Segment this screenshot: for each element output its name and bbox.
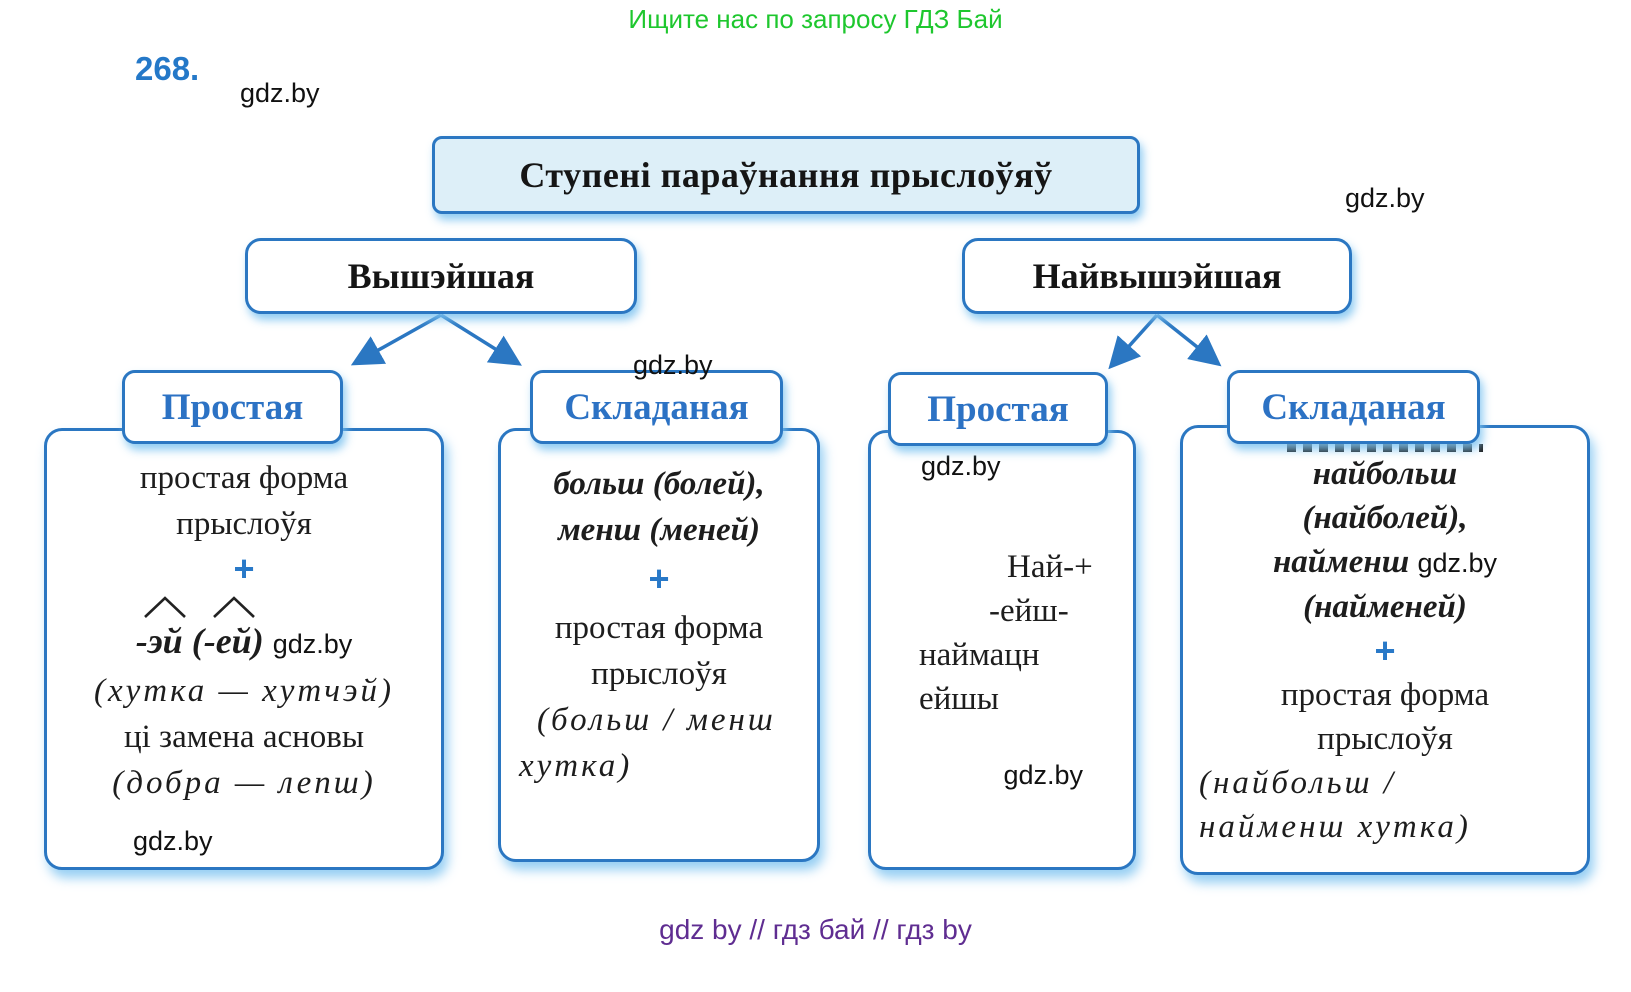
content-higher-compound: больш (болей), менш (меней) + простая фо… <box>498 428 820 862</box>
text-line: простая форма <box>554 610 764 646</box>
node-superlative-degree: Найвышэйшая <box>962 238 1352 314</box>
text-line: ці замена асновы <box>123 719 365 755</box>
text-line: простая форма <box>1280 677 1490 713</box>
node-higher-compound: Складаная <box>530 370 783 444</box>
watermark-gdzby: gdz.by <box>1345 183 1425 213</box>
plus-sign: + <box>1374 630 1396 671</box>
example-line: (добра — лепш) <box>112 765 376 801</box>
suffix-dash: - <box>135 621 148 661</box>
watermark-gdzby: gdz.by <box>240 78 320 108</box>
suffix-text: ей <box>215 621 252 661</box>
diagram-title: Ступені параўнання прыслоўяў <box>519 155 1053 195</box>
example-line: (больш / менш <box>537 702 776 738</box>
content-superlative-compound: найбольш (найболей), найменш gdz.by (най… <box>1180 425 1590 875</box>
watermark-gdzby: gdz.by <box>1417 548 1498 578</box>
text-line: прыслоўя <box>1317 721 1453 757</box>
text-line: -ейш- <box>989 593 1069 629</box>
caret-mark-icon <box>212 596 255 618</box>
watermark-gdzby: gdz.by <box>272 629 353 659</box>
example-line: найменш хутка) <box>1199 809 1471 845</box>
text-line: простая форма <box>139 460 349 496</box>
text-line: прыслоўя <box>591 656 727 692</box>
text-line: найменш gdz.by <box>1183 540 1587 585</box>
footer-watermark: gdz by // гдз бай // гдз by <box>659 914 972 945</box>
text-segment: найменш <box>1272 544 1410 580</box>
superlative-degree-label: Найвышэйшая <box>1032 256 1282 296</box>
diagram-title-box: Ступені параўнання прыслоўяў <box>432 136 1140 214</box>
higher-degree-label: Вышэйшая <box>347 256 535 296</box>
watermark-gdzby: gdz.by <box>1003 760 1083 790</box>
example-line: (хутка — хутчэй) <box>94 673 394 709</box>
text-line: больш (болей), <box>553 466 765 502</box>
exercise-number: 268. <box>135 50 200 87</box>
suffix-stem: эй <box>144 596 187 665</box>
text-line: Най-+ <box>1007 549 1093 585</box>
text-line: прыслоўя <box>176 506 312 542</box>
promo-banner: Ищите нас по запросу ГДЗ Бай <box>628 4 1003 34</box>
text-line: (найболей), <box>1302 500 1468 536</box>
suffix-text: эй <box>147 621 183 661</box>
superlative-compound-label: Складаная <box>1261 386 1446 428</box>
watermark-gdzby: gdz.by <box>133 826 213 856</box>
text-line: найбольш <box>1312 456 1458 492</box>
suffix-notation: -эй (-ей) gdz.by <box>47 596 441 668</box>
node-superlative-compound: Складаная <box>1227 370 1480 444</box>
node-higher-simple: Простая <box>122 370 343 444</box>
crossed-out-text <box>1287 444 1483 452</box>
text-line: (найменей) <box>1303 589 1467 625</box>
node-superlative-simple: Простая <box>888 372 1108 446</box>
plus-sign: + <box>233 548 255 589</box>
watermark-gdzby: gdz.by <box>921 451 1001 481</box>
suffix-open: (- <box>191 621 216 661</box>
suffix-stem: ей <box>212 596 255 665</box>
text-line: ейшы <box>919 681 999 717</box>
example-line: (найбольш / <box>1199 765 1396 801</box>
text-line: менш (меней) <box>558 512 760 548</box>
example-line: хутка) <box>519 748 633 784</box>
content-superlative-simple: gdz.by Най-+ -ейш- наймацн ейшы gdz.by <box>868 430 1136 870</box>
watermark-gdzby: gdz.by <box>633 350 713 380</box>
suffix-close: ) <box>251 621 264 661</box>
text-line: наймацн <box>919 637 1040 673</box>
higher-compound-label: Складаная <box>564 386 749 428</box>
plus-sign: + <box>648 558 670 599</box>
node-higher-degree: Вышэйшая <box>245 238 637 314</box>
superlative-simple-label: Простая <box>927 388 1069 430</box>
content-higher-simple: простая форма прыслоўя + -эй (-ей) gdz.b… <box>44 428 444 870</box>
higher-simple-label: Простая <box>161 386 304 428</box>
caret-mark-icon <box>144 596 187 618</box>
